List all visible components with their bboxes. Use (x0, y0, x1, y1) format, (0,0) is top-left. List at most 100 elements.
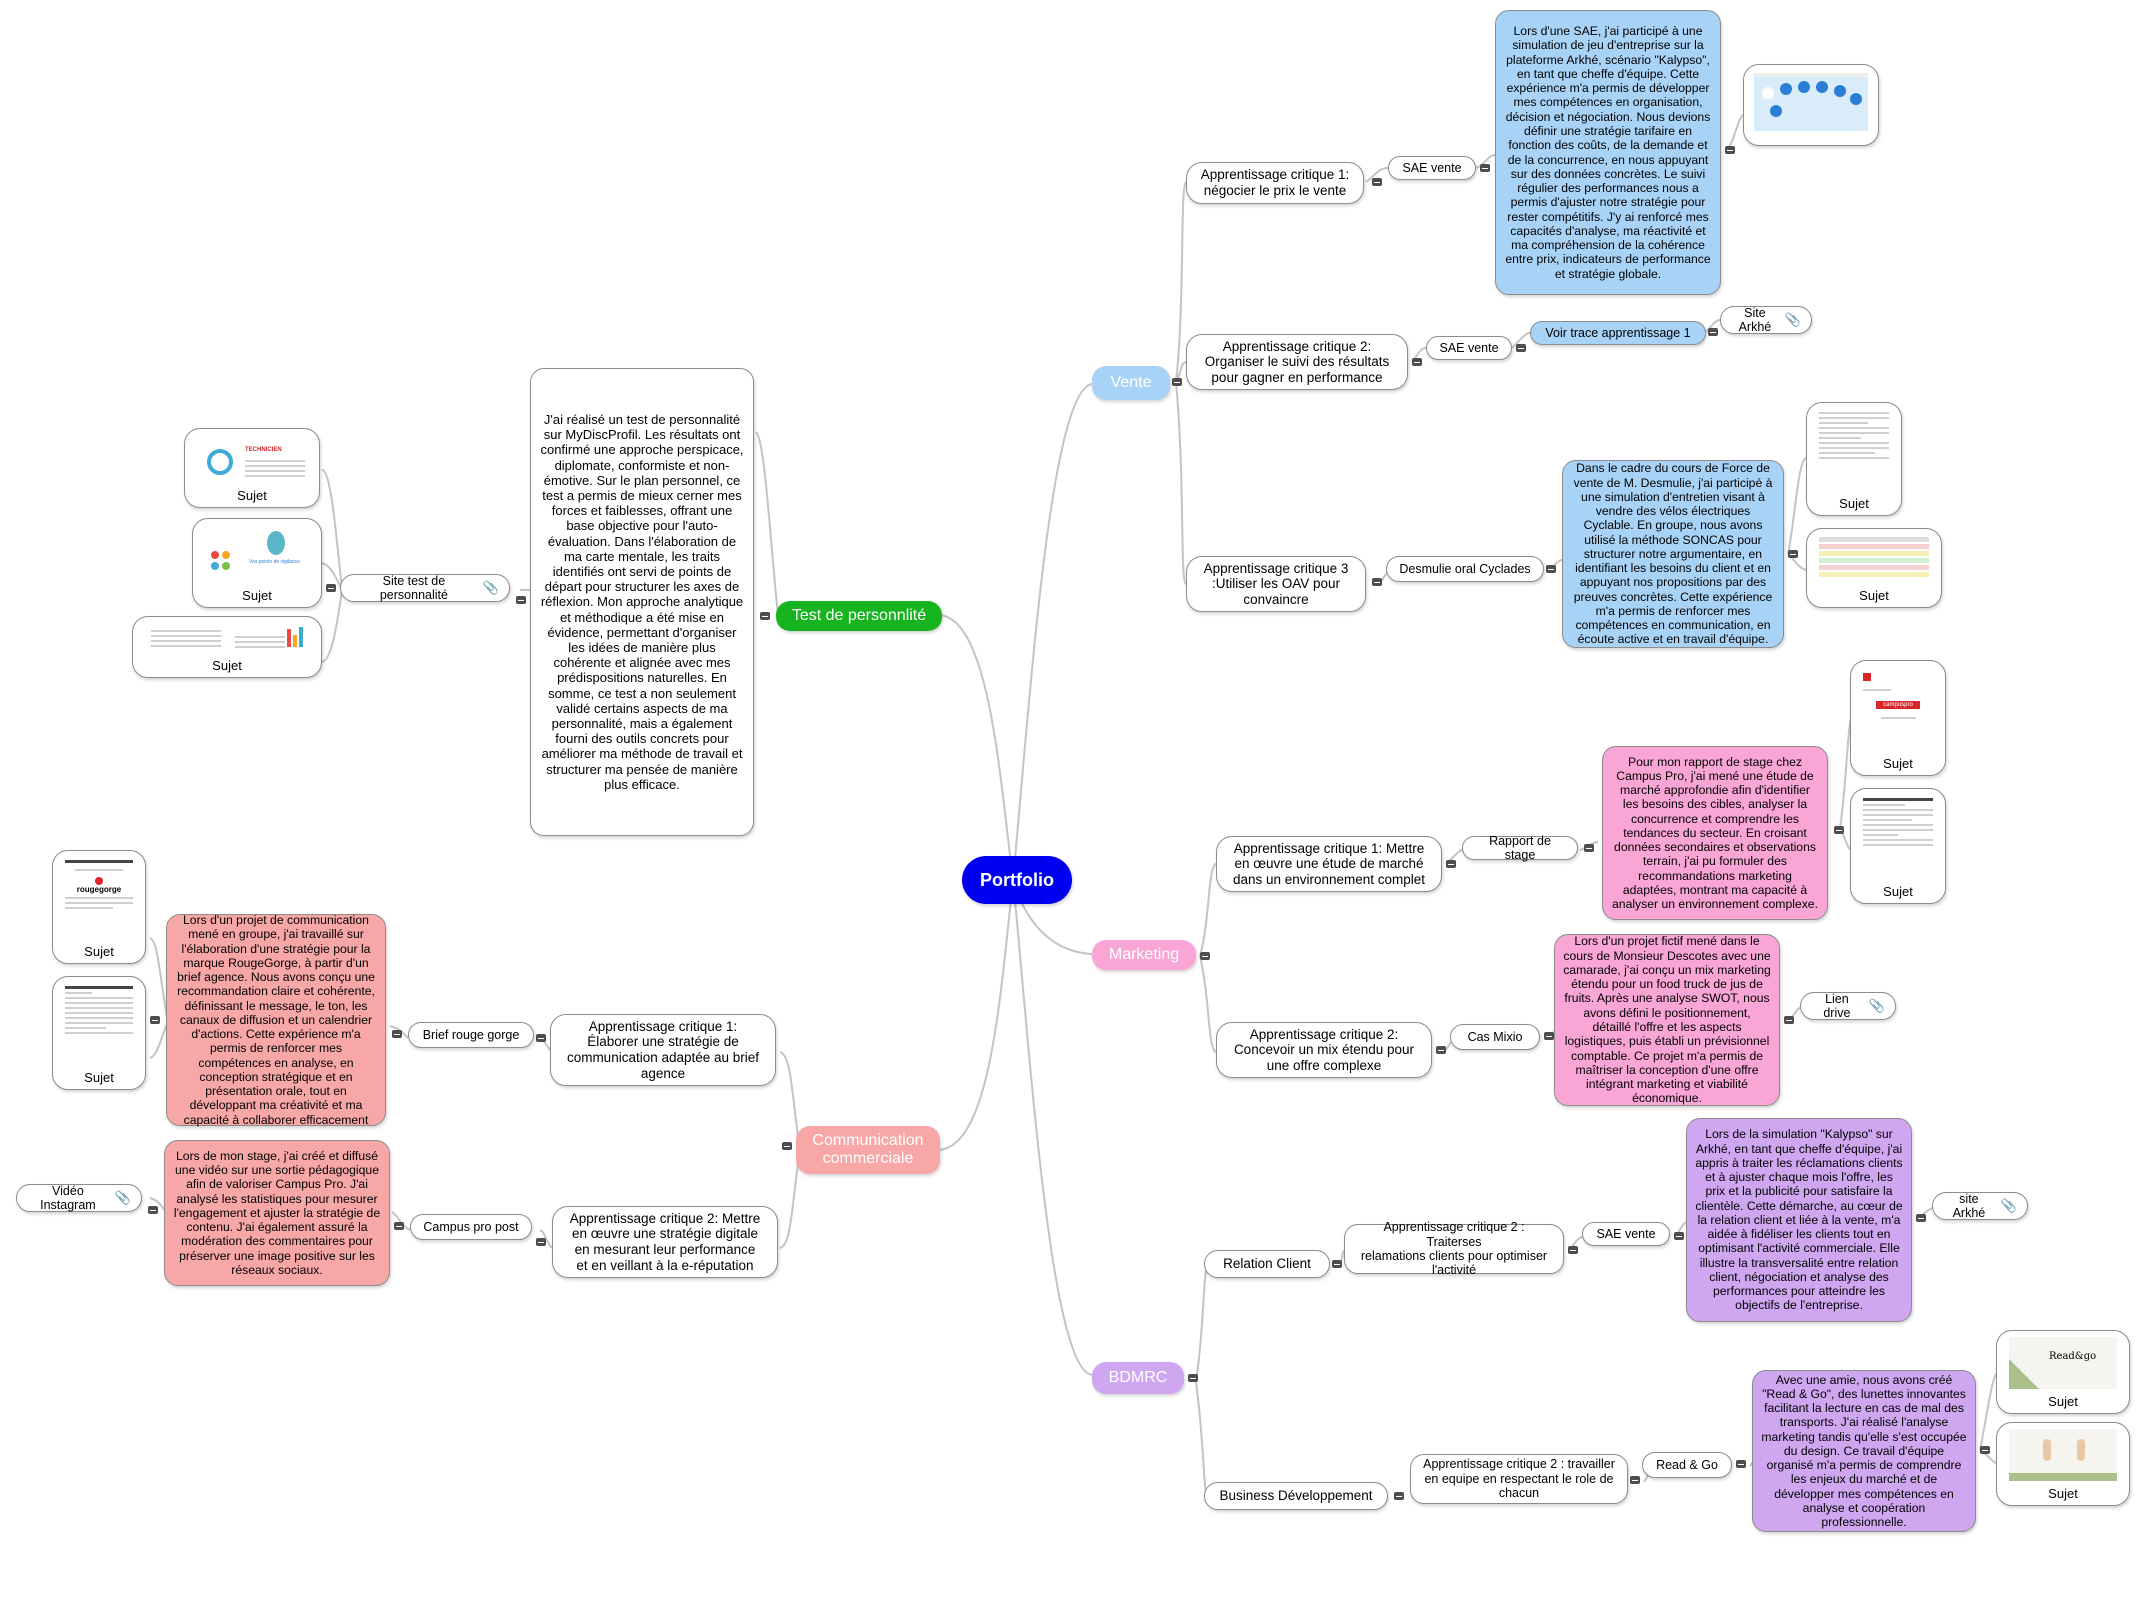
link-mkt-ac1 (1199, 863, 1217, 957)
bdmrc-rc-description[interactable]: Lors de la simulation "Kalypso" sur Arkh… (1686, 1118, 1912, 1322)
marketing-ac1-thumbnail-1[interactable]: campuspro Sujet (1850, 660, 1946, 776)
collapse-toggle-vente-ac2-trace[interactable] (1708, 328, 1718, 336)
collapse-toggle-vente-ac2[interactable] (1412, 358, 1422, 366)
vente-ac3-thumbnail-2[interactable]: Sujet (1806, 528, 1942, 608)
communication-ac2[interactable]: Apprentissage critique 2: Mettre en œuvr… (552, 1206, 778, 1278)
document-preview (65, 983, 133, 1065)
collapse-toggle-vente-ac3-oral[interactable] (1546, 565, 1556, 573)
collapse-toggle-vente-ac3[interactable] (1372, 578, 1382, 586)
communication-ac1-brief[interactable]: Brief rouge gorge (408, 1022, 534, 1048)
collapse-toggle-marketing[interactable] (1200, 952, 1210, 960)
collapse-toggle-bdmrc[interactable] (1188, 1374, 1198, 1382)
collapse-toggle-communication-ac2[interactable] (536, 1238, 546, 1246)
collapse-toggle-relation-client[interactable] (1332, 1260, 1342, 1268)
thumbnail-caption: Sujet (2048, 1486, 2078, 1501)
branch-marketing[interactable]: Marketing (1092, 940, 1196, 970)
branch-test-personnalite[interactable]: Test de personnlité (776, 601, 942, 631)
collapse-toggle-bd-readgo[interactable] (1736, 1460, 1746, 1468)
paperclip-icon: 📎 (2000, 1197, 2017, 1213)
vente-ac3-description[interactable]: Dans le cadre du cours de Force de vente… (1562, 460, 1784, 648)
marketing-ac1-rapport[interactable]: Rapport de stage (1462, 834, 1578, 862)
marketing-ac1-description[interactable]: Pour mon rapport de stage chez Campus Pr… (1602, 746, 1828, 920)
paperclip-icon: 📎 (114, 1189, 131, 1205)
collapse-toggle-test[interactable] (760, 612, 770, 620)
collapse-toggle-communication-ac1[interactable] (536, 1034, 546, 1042)
vente-ac2[interactable]: Apprentissage critique 2: Organiser le s… (1186, 334, 1408, 390)
link-ctext1-thumb1 (149, 937, 169, 1023)
collapse-toggle-test-text[interactable] (516, 596, 526, 604)
communication-ac2-description[interactable]: Lors de mon stage, j'ai créé et diffusé … (164, 1140, 390, 1286)
vente-ac2-trace-link[interactable]: Voir trace apprentissage 1 (1530, 321, 1706, 345)
collapse-toggle-bd-ac2[interactable] (1630, 1476, 1640, 1484)
marketing-ac2-description[interactable]: Lors d'un projet fictif mené dans le cou… (1554, 934, 1780, 1106)
vente-ac1-sae[interactable]: SAE vente (1388, 156, 1476, 180)
branch-bdmrc[interactable]: BDMRC (1092, 1362, 1184, 1394)
test-site-link[interactable]: Site test de personnalité📎 (340, 574, 510, 602)
collapse-toggle-business-dev[interactable] (1394, 1492, 1404, 1500)
bdmrc-rc-ac2[interactable]: Apprentissage critique 2 : Traiterses re… (1344, 1220, 1564, 1277)
collapse-toggle-vente-ac3-text[interactable] (1788, 550, 1798, 558)
collapse-toggle-marketing-ac2-mixio[interactable] (1544, 1032, 1554, 1040)
bdmrc-bd-readgo[interactable]: Read & Go (1642, 1452, 1732, 1478)
collapse-toggle-bd-text[interactable] (1980, 1446, 1990, 1454)
collapse-toggle-test-site[interactable] (326, 584, 336, 592)
marketing-ac1[interactable]: Apprentissage critique 1: Mettre en œuvr… (1216, 836, 1442, 892)
collapse-toggle-communication-ac2-text[interactable] (148, 1206, 158, 1214)
marketing-ac2[interactable]: Apprentissage critique 2: Concevoir un m… (1216, 1022, 1432, 1078)
branch-communication-commerciale[interactable]: Communication commerciale (796, 1126, 940, 1174)
collapse-toggle-communication-brief[interactable] (392, 1030, 402, 1038)
communication-ac1-thumbnail-1[interactable]: rougegorge Sujet (52, 850, 146, 964)
vente-ac2-sae[interactable]: SAE vente (1426, 336, 1512, 360)
collapse-toggle-communication-campus[interactable] (394, 1222, 404, 1230)
collapse-toggle-rc-ac2[interactable] (1568, 1246, 1578, 1254)
collapse-toggle-communication-ac1-text[interactable] (150, 1016, 160, 1024)
vente-ac3-oral[interactable]: Desmulie oral Cyclades (1386, 556, 1544, 582)
bdmrc-business-developpement[interactable]: Business Développement (1204, 1482, 1388, 1510)
marketing-ac2-drive-link[interactable]: Lien drive📎 (1800, 992, 1896, 1020)
collapse-toggle-rc-text[interactable] (1916, 1214, 1926, 1222)
vente-ac1[interactable]: Apprentissage critique 1: négocier le pr… (1186, 162, 1364, 204)
collapse-toggle-vente-ac1[interactable] (1372, 178, 1382, 186)
collapse-toggle-marketing-ac1-text[interactable] (1834, 826, 1844, 834)
bdmrc-relation-client[interactable]: Relation Client (1204, 1250, 1330, 1278)
document-preview (1863, 795, 1933, 879)
readgo-cover-preview: Read&go (2009, 1337, 2117, 1389)
bdmrc-bd-description[interactable]: Avec une amie, nous avons créé "Read & G… (1752, 1370, 1976, 1532)
collapse-toggle-vente[interactable] (1172, 378, 1182, 386)
vente-ac3[interactable]: Apprentissage critique 3 :Utiliser les O… (1186, 556, 1366, 612)
communication-ac2-campus[interactable]: Campus pro post (410, 1214, 532, 1240)
collapse-toggle-marketing-ac2-text[interactable] (1784, 1016, 1794, 1024)
collapse-toggle-communication[interactable] (782, 1142, 792, 1150)
collapse-toggle-marketing-ac1-rapport[interactable] (1584, 844, 1594, 852)
collapse-toggle-vente-ac1-text[interactable] (1725, 146, 1735, 154)
vente-ac1-description[interactable]: Lors d'une SAE, j'ai participé à une sim… (1495, 10, 1721, 295)
communication-ac1-thumbnail-2[interactable]: Sujet (52, 976, 146, 1090)
collapse-toggle-marketing-ac2[interactable] (1436, 1046, 1446, 1054)
collapse-toggle-vente-ac2-sae[interactable] (1516, 344, 1526, 352)
link-bdmrc-rc (1195, 1265, 1209, 1383)
marketing-ac2-mixio[interactable]: Cas Mixio (1450, 1024, 1540, 1050)
thumbnail-caption: Sujet (1839, 496, 1869, 511)
test-thumbnail-2[interactable]: Vos points de vigilance Sujet (192, 518, 322, 608)
bdmrc-bd-thumbnail-1[interactable]: Read&go Sujet (1996, 1330, 2130, 1414)
bdmrc-rc-sae[interactable]: SAE vente (1582, 1222, 1670, 1246)
vente-ac1-screenshot-thumbnail[interactable] (1743, 64, 1879, 146)
communication-ac1[interactable]: Apprentissage critique 1: Élaborer une s… (550, 1014, 776, 1086)
vente-ac2-site-link[interactable]: Site Arkhé📎 (1720, 306, 1812, 334)
vente-ac3-thumbnail-1[interactable]: Sujet (1806, 402, 1902, 516)
collapse-toggle-vente-ac1-sae[interactable] (1480, 164, 1490, 172)
thumbnail-caption: Sujet (84, 944, 114, 959)
bdmrc-rc-site-link[interactable]: site Arkhé📎 (1932, 1192, 2028, 1220)
bdmrc-bd-ac2[interactable]: Apprentissage critique 2 : travailler en… (1410, 1454, 1628, 1504)
communication-ac1-description[interactable]: Lors d'un projet de communication mené e… (166, 913, 386, 1127)
collapse-toggle-rc-sae[interactable] (1674, 1232, 1684, 1240)
communication-ac2-instagram-link[interactable]: Vidéo Instagram📎 (16, 1184, 142, 1212)
branch-vente[interactable]: Vente (1092, 366, 1170, 400)
test-thumbnail-1[interactable]: TECHNICIEN Sujet (184, 428, 320, 508)
bdmrc-bd-thumbnail-2[interactable]: Sujet (1996, 1422, 2130, 1506)
central-topic[interactable]: Portfolio (962, 856, 1072, 904)
marketing-ac1-thumbnail-2[interactable]: Sujet (1850, 788, 1946, 904)
test-thumbnail-3[interactable]: Sujet (132, 616, 322, 678)
test-description[interactable]: J'ai réalisé un test de personnalité sur… (530, 368, 754, 836)
collapse-toggle-marketing-ac1[interactable] (1446, 860, 1456, 868)
